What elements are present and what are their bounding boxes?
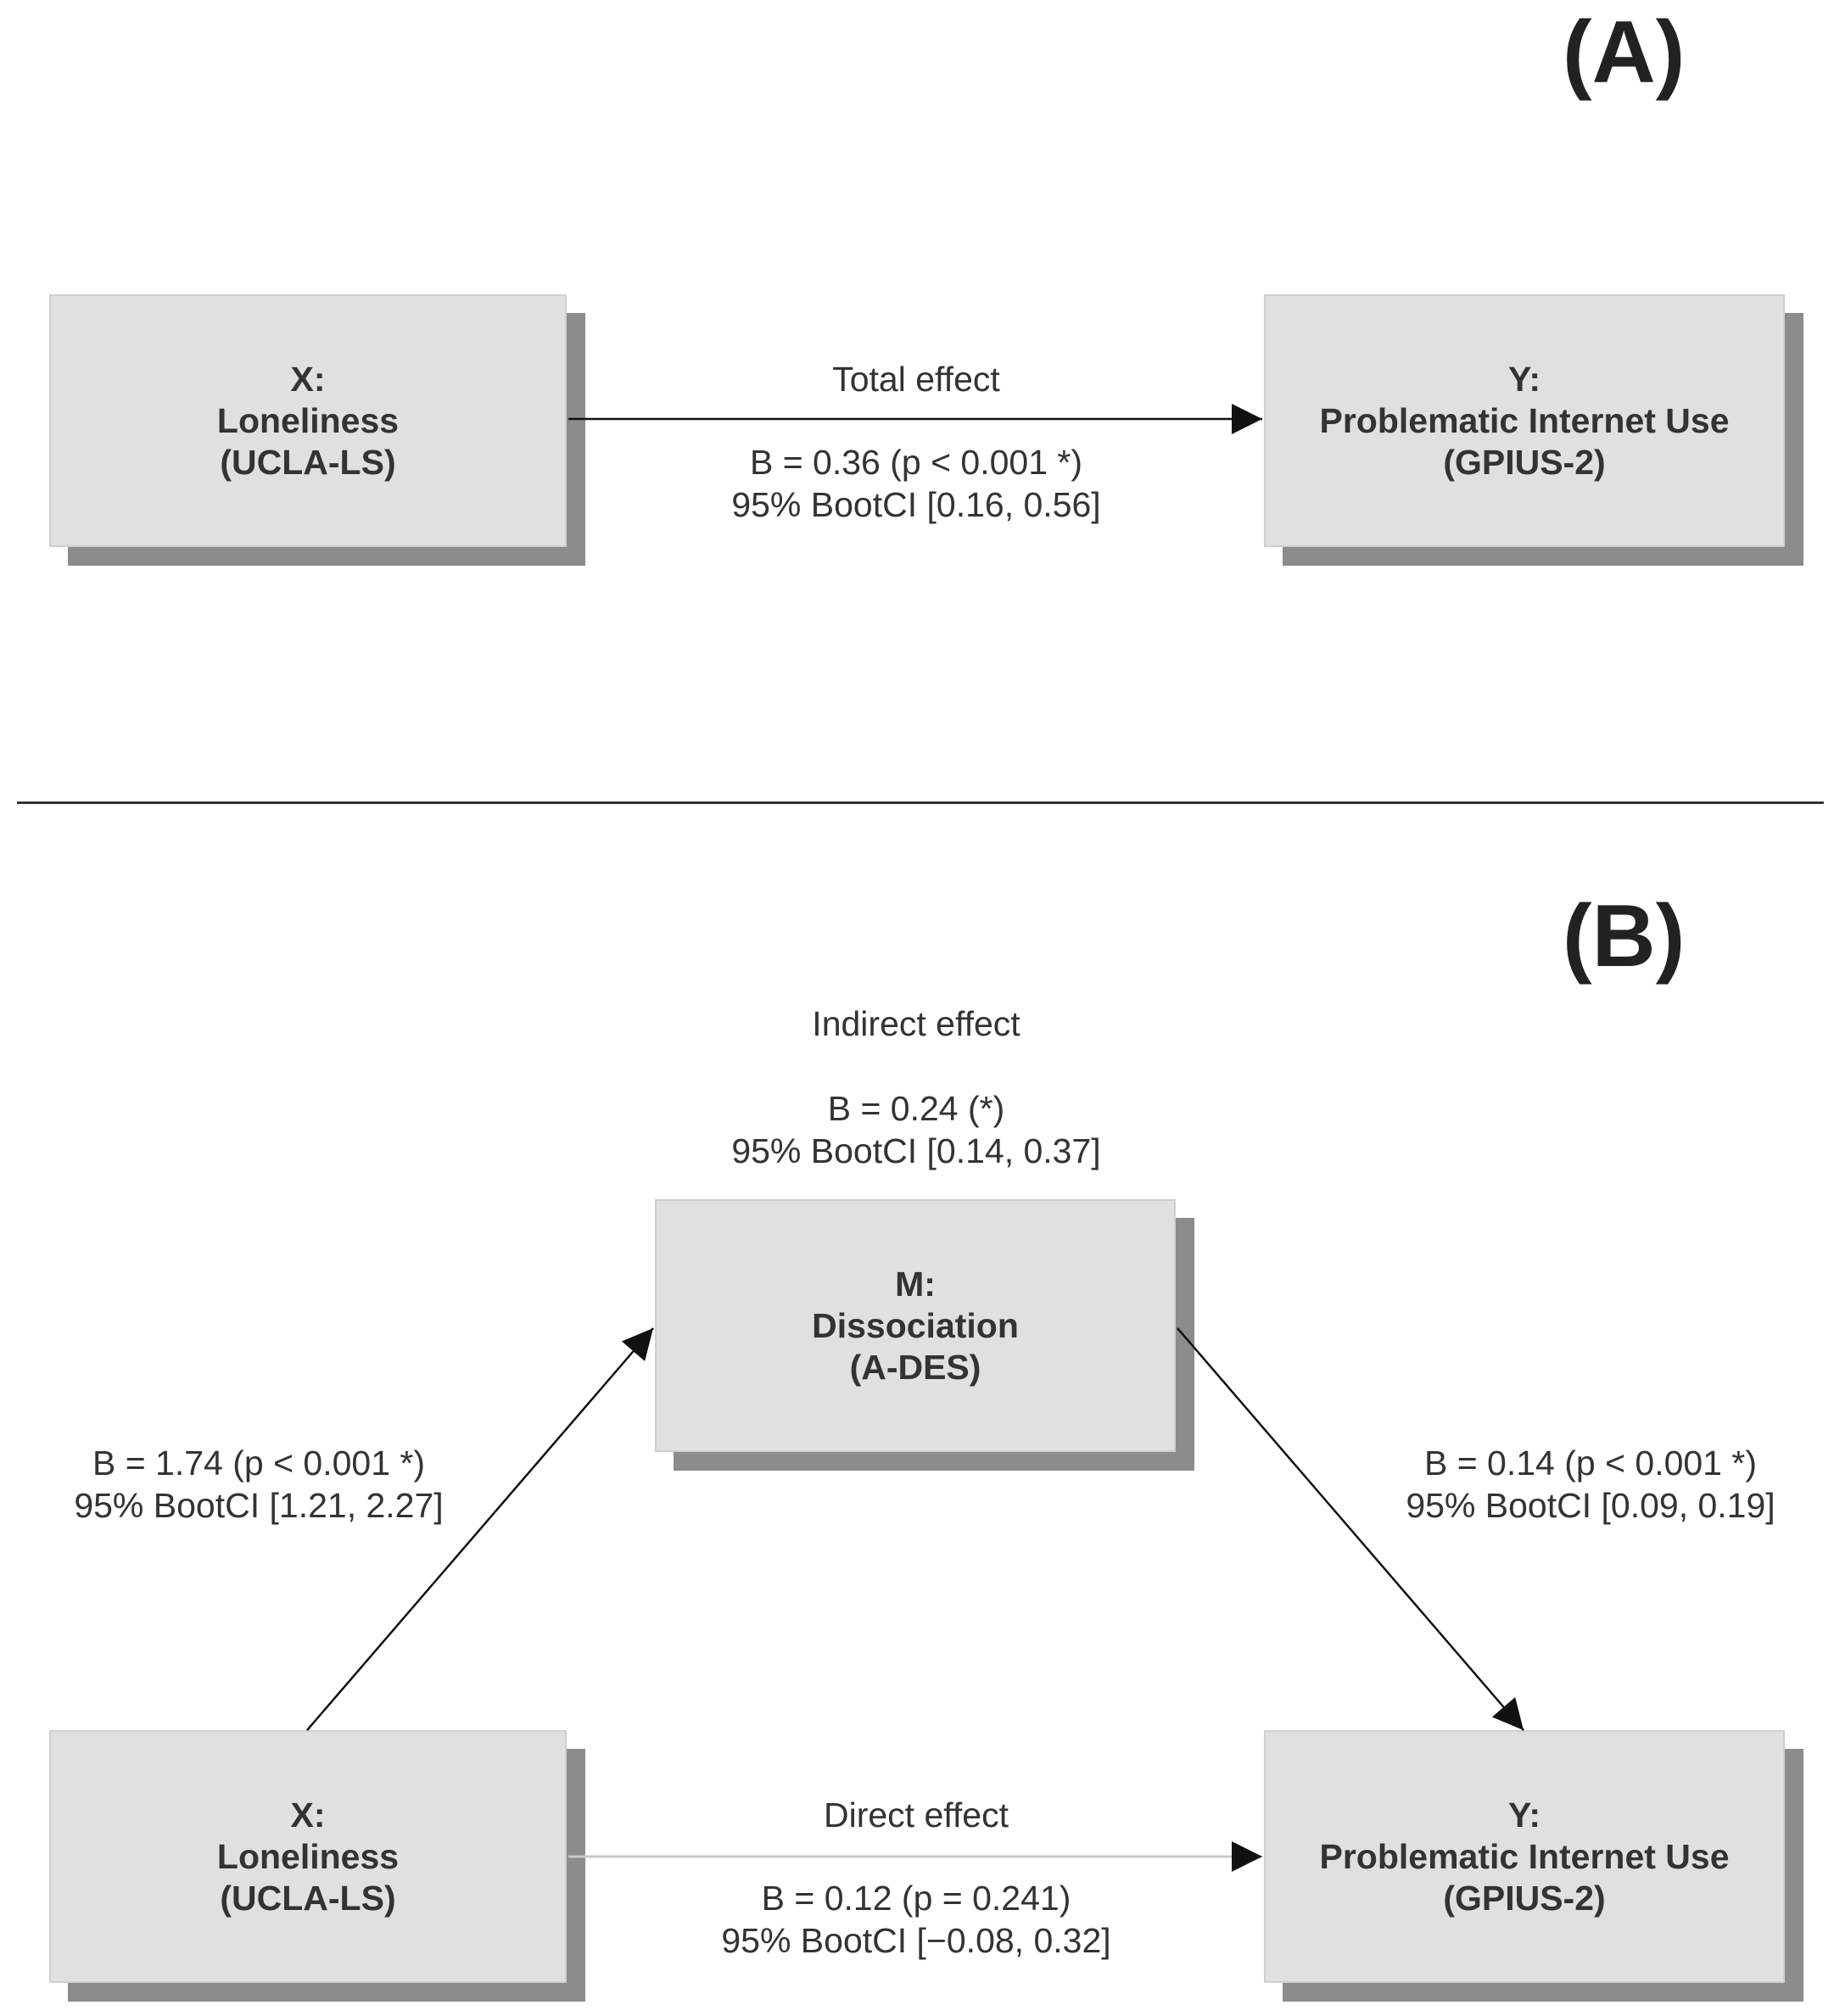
indirect-effect-title: Indirect effect xyxy=(812,1004,1020,1043)
x-node-line3: (UCLA-LS) xyxy=(220,442,396,482)
panel-b-label: (B) xyxy=(1563,887,1686,986)
total-effect-title: Total effect xyxy=(832,360,1000,399)
path-b-b: B = 0.14 (p < 0.001 *) xyxy=(1423,1444,1758,1483)
total-effect-stats: B = 0.36 (p < 0.001 *) 95% BootCI [0.16,… xyxy=(731,441,1100,526)
m-node-line2: Dissociation xyxy=(812,1305,1019,1345)
panel-divider xyxy=(17,801,1824,804)
path-a-label: B = 1.74 (p < 0.001 *) 95% BootCI [1.21,… xyxy=(74,1442,443,1527)
panel-b-x-node: X: Loneliness (UCLA-LS) xyxy=(49,1730,567,1983)
indirect-effect-b: B = 0.24 (*) xyxy=(827,1089,1005,1128)
direct-effect-b: B = 0.12 (p = 0.241) xyxy=(761,1879,1071,1918)
y-node-line2: Problematic Internet Use xyxy=(1319,1836,1730,1876)
total-effect-ci: 95% BootCI [0.16, 0.56] xyxy=(731,485,1101,524)
total-effect-b: B = 0.36 (p < 0.001 *) xyxy=(749,443,1083,482)
panel-a-x-node: X: Loneliness (UCLA-LS) xyxy=(49,294,567,547)
panel-a-label: (A) xyxy=(1563,3,1686,102)
direct-effect-stats: B = 0.12 (p = 0.241) 95% BootCI [−0.08, … xyxy=(721,1877,1110,1962)
path-a-b: B = 1.74 (p < 0.001 *) xyxy=(92,1444,426,1483)
y-node-line2: Problematic Internet Use xyxy=(1319,400,1730,440)
x-node-line1: X: xyxy=(290,359,326,399)
panel-b-m-node: M: Dissociation (A-DES) xyxy=(655,1199,1176,1452)
path-b-arrow xyxy=(1177,1327,1524,1731)
x-node-line1: X: xyxy=(290,1795,326,1835)
path-a-arrow xyxy=(306,1327,654,1731)
y-node-line1: Y: xyxy=(1508,1795,1540,1835)
m-node-line1: M: xyxy=(895,1264,936,1304)
y-node-line3: (GPIUS-2) xyxy=(1443,1878,1606,1918)
indirect-effect-label: Indirect effect B = 0.24 (*) 95% BootCI … xyxy=(731,1002,1100,1172)
panel-a-y-node: Y: Problematic Internet Use (GPIUS-2) xyxy=(1264,294,1785,547)
direct-effect-title: Direct effect xyxy=(824,1795,1009,1835)
x-node-line2: Loneliness xyxy=(216,400,400,440)
y-node-line1: Y: xyxy=(1508,359,1540,399)
x-node-line3: (UCLA-LS) xyxy=(220,1878,396,1918)
indirect-effect-ci: 95% BootCI [0.14, 0.37] xyxy=(731,1131,1101,1170)
m-node-line3: (A-DES) xyxy=(849,1347,981,1387)
direct-effect-ci: 95% BootCI [−0.08, 0.32] xyxy=(721,1921,1111,1960)
path-b-label: B = 0.14 (p < 0.001 *) 95% BootCI [0.09,… xyxy=(1406,1442,1775,1527)
y-node-line3: (GPIUS-2) xyxy=(1443,442,1606,482)
panel-b-y-node: Y: Problematic Internet Use (GPIUS-2) xyxy=(1264,1730,1785,1983)
x-node-line2: Loneliness xyxy=(216,1836,400,1876)
path-a-ci: 95% BootCI [1.21, 2.27] xyxy=(74,1486,444,1525)
path-b-ci: 95% BootCI [0.09, 0.19] xyxy=(1406,1486,1775,1525)
